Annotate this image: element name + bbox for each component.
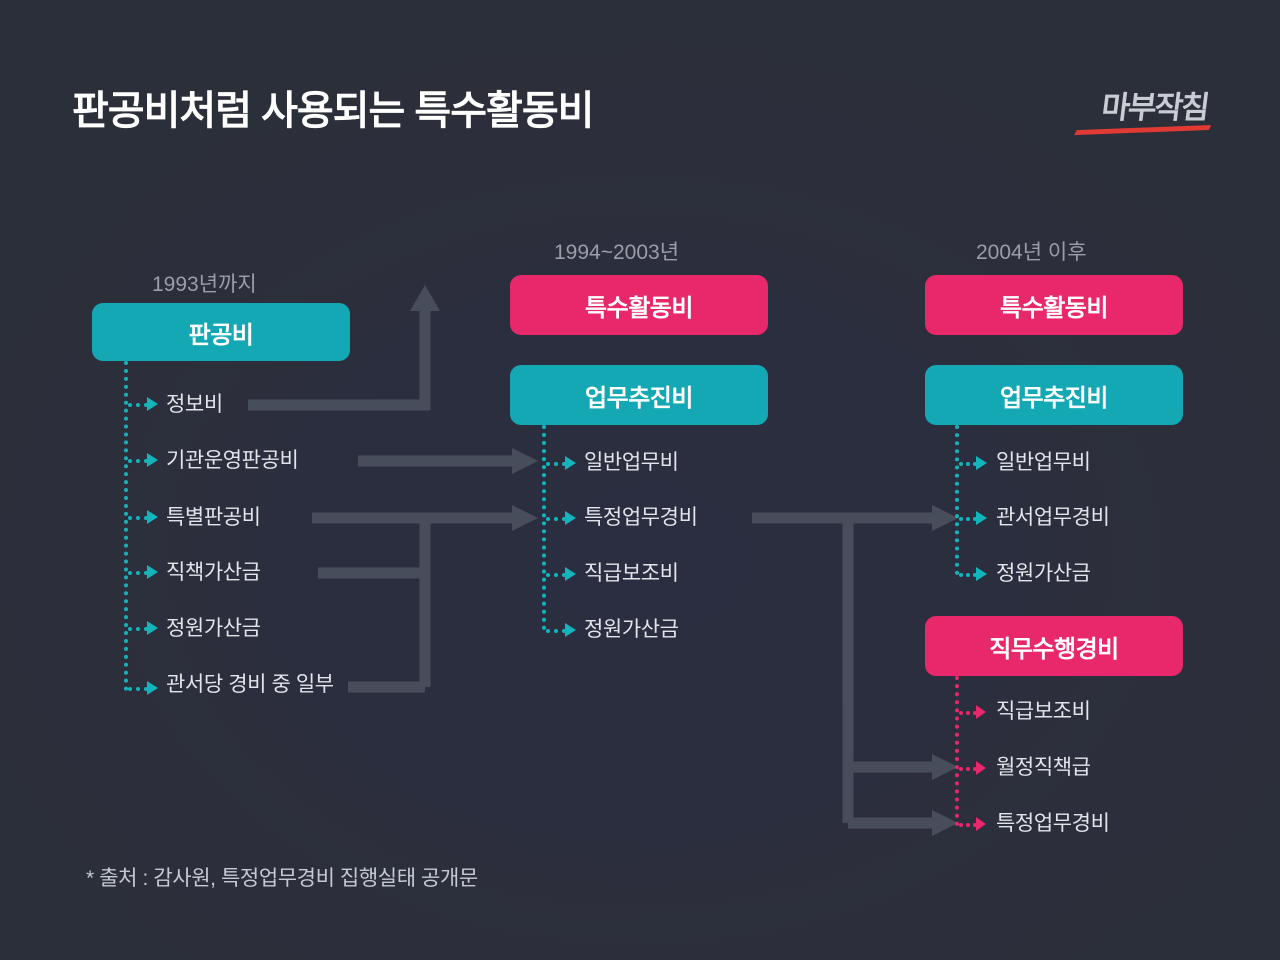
dotted-stub-col2-1	[546, 462, 566, 466]
arrowhead-ilban	[512, 448, 538, 474]
dotted-stub-col3-4	[959, 711, 977, 715]
arrowhead-col2-2	[565, 511, 576, 525]
arrowhead-col3-1	[976, 456, 987, 470]
sub-item-gigwanunyeong[interactable]: 기관운영판공비	[166, 449, 299, 472]
source-note: * 출처 : 감사원, 특정업무경비 집행실태 공개문	[86, 867, 478, 890]
dotted-stub-col3-5	[959, 767, 977, 771]
arrowhead-col1-3	[147, 510, 158, 524]
sub-item-woljeongjikchaekgeup[interactable]: 월정직책급	[996, 756, 1091, 779]
arrowhead-col1-5	[147, 621, 158, 635]
dotted-stub-col3-2	[959, 517, 977, 521]
arrowhead-teukjeong-col2	[512, 505, 538, 531]
arrowhead-col3-4	[976, 705, 986, 719]
era-label-col2: 1994~2003년	[554, 241, 680, 264]
group-box-pangongbi[interactable]: 판공비	[92, 303, 350, 361]
dotted-spine-col3-pink	[955, 676, 959, 826]
sub-item-jeongwongasangeum-col2[interactable]: 정원가산금	[584, 618, 679, 641]
sub-item-jeongwongasangeum-col3[interactable]: 정원가산금	[996, 562, 1091, 585]
sub-item-jikgeupbojobi-col3[interactable]: 직급보조비	[996, 700, 1091, 723]
arrowhead-col3-6	[976, 817, 986, 831]
sub-item-teukjeongeommugyeongbi-col3[interactable]: 특정업무경비	[996, 812, 1110, 835]
dotted-stub-col3-1	[959, 462, 977, 466]
dotted-spine-col2	[542, 425, 546, 630]
sub-item-teukbyeolpangongbi[interactable]: 특별판공비	[166, 506, 261, 529]
dotted-stub-col1-5	[128, 627, 148, 631]
arrowhead-col2-1	[565, 456, 576, 470]
dotted-spine-col1	[124, 361, 128, 691]
dotted-stub-col3-3	[959, 573, 977, 577]
dotted-spine-col3-teal	[955, 425, 959, 575]
arrowhead-col3-5	[976, 761, 986, 775]
dotted-stub-col1-3	[128, 516, 148, 520]
arrowhead-col1-4	[147, 565, 158, 579]
dotted-stub-col2-2	[546, 517, 566, 521]
dotted-stub-col1-2	[128, 459, 148, 463]
arrowhead-col1-6	[147, 681, 158, 695]
sub-item-jeongbobi[interactable]: 정보비	[166, 393, 223, 416]
era-label-col1: 1993년까지	[152, 273, 257, 296]
group-box-teuksuhwaldongbi-col3[interactable]: 특수활동비	[925, 275, 1183, 335]
dotted-stub-col1-1	[128, 403, 148, 407]
arrowhead-col1-2	[147, 453, 158, 467]
era-label-col3: 2004년 이후	[976, 241, 1087, 264]
arrowhead-col2-4	[565, 623, 576, 637]
arrowhead-col3-3	[976, 567, 987, 581]
page-title: 판공비처럼 사용되는 특수활동비	[72, 89, 594, 133]
group-box-eommuchujinbi-col2[interactable]: 업무추진비	[510, 365, 768, 425]
sub-item-jikgeupbojobi-col2[interactable]: 직급보조비	[584, 562, 679, 585]
sub-item-gwanseodang[interactable]: 관서당 경비 중 일부	[166, 673, 334, 696]
flow-jeongbobi-to-teuksu	[248, 303, 431, 411]
dotted-stub-col3-6	[959, 823, 977, 827]
group-box-teuksuhwaldongbi-col2[interactable]: 특수활동비	[510, 275, 768, 335]
arrowhead-col1-1	[147, 397, 158, 411]
sub-item-ilbaneommubi-col3[interactable]: 일반업무비	[996, 451, 1091, 474]
sub-item-gwanseoeommugyeongbi[interactable]: 관서업무경비	[996, 506, 1110, 529]
arrowhead-col3-2	[976, 511, 987, 525]
dotted-stub-col2-4	[546, 629, 566, 633]
dotted-stub-col1-6	[128, 687, 148, 691]
arrowhead-teukjeong-col3	[932, 810, 958, 836]
flow-arrowheads	[410, 285, 958, 836]
group-box-eommuchujinbi-col3[interactable]: 업무추진비	[925, 365, 1183, 425]
arrowhead-up-teuksu	[410, 285, 440, 311]
dotted-stub-col2-3	[546, 573, 566, 577]
arrowhead-gwanseo-eommu	[932, 505, 958, 531]
sub-item-jikchaekgasangeum[interactable]: 직책가산금	[166, 561, 261, 584]
sub-item-teukjeongeommugyeongbi-col2[interactable]: 특정업무경비	[584, 506, 698, 529]
sub-item-jeongwongasangeum-col1[interactable]: 정원가산금	[166, 617, 261, 640]
dotted-stub-col1-4	[128, 571, 148, 575]
arrowhead-col2-3	[565, 567, 576, 581]
group-box-jikmusuhaenggyeongbi[interactable]: 직무수행경비	[925, 616, 1183, 676]
arrowhead-woljeong	[932, 754, 958, 780]
sub-item-ilbaneommubi-col2[interactable]: 일반업무비	[584, 451, 679, 474]
